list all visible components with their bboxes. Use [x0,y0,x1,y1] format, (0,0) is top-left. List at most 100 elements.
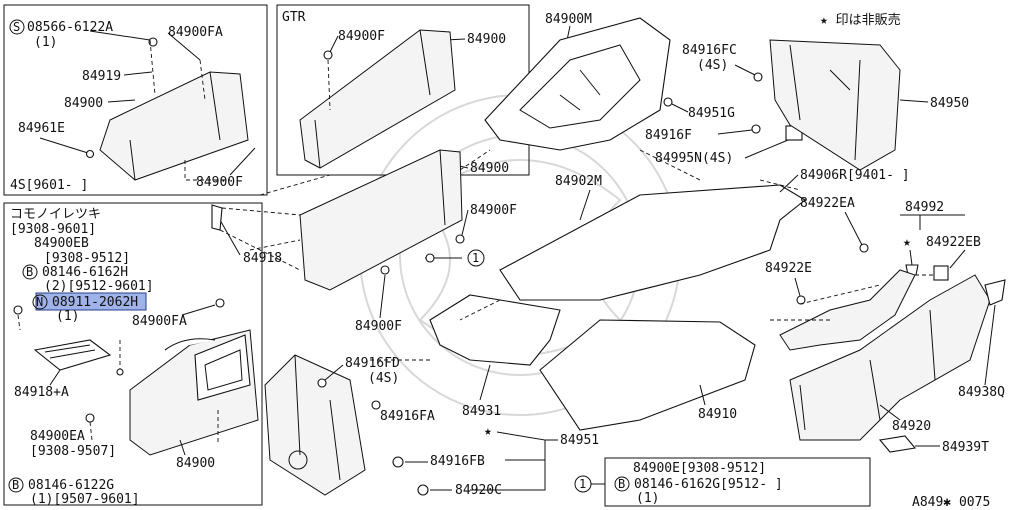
gtr-title: GTR [282,10,306,25]
label-84920: 84920 [892,419,931,434]
bolt-symbol-b: B [22,264,38,280]
screw-part [148,37,158,47]
ref-circle-1-legend: 1 [574,475,592,493]
legend-note: ★ 印は非販売 [820,12,901,28]
label-84900eb-range: [9308-9512] [44,251,130,266]
star-marker-2: ★ [903,235,911,250]
svg-text:S: S [13,20,20,34]
mat-84910 [539,319,756,431]
label-08146-6122g-range: (1)[9507-9601] [30,492,140,507]
label-84902m: 84902M [555,174,602,189]
label-4s-b: (4S) [368,371,399,386]
clip-part [751,124,761,134]
ref1-line1: 84900E[9308-9512] [633,461,766,476]
label-84916f: 84916F [645,128,692,143]
label-84900f-d: 84900F [355,319,402,334]
komono-title: コモノイレツキ [10,207,101,222]
clip-part [13,305,23,315]
group-box-komono [3,202,263,506]
label-range-4s-9601: 4S[9601- ] [10,178,88,193]
clip-part [380,265,390,275]
svg-text:B: B [12,478,19,492]
label-4s-a: (4S) [697,58,728,73]
clip-part [215,298,225,308]
clip-part [663,97,673,107]
svg-text:1: 1 [472,251,479,265]
label-84951g: 84951G [688,106,735,121]
mat-84931 [429,294,561,366]
figure-code: A849✱ 0075 [912,495,990,510]
label-84916fa: 84916FA [380,409,435,424]
svg-text:N: N [36,295,43,309]
label-84939t: 84939T [942,440,989,455]
label-84995n: 84995N(4S) [655,151,733,166]
label-84920c: 84920C [455,483,502,498]
label-84950: 84950 [930,96,969,111]
clip-part [85,149,95,159]
label-84918a: 84918+A [14,385,69,400]
label-84918: 84918 [243,251,282,266]
trim-panel-gtr [299,29,456,169]
label-84938q: 84938Q [958,385,1005,400]
label-08146-6162h-range: (2)[9512-9601] [44,279,154,294]
svg-text:B: B [618,477,625,491]
rail-84992 [779,269,916,351]
label-84900-b: 84900 [467,32,506,47]
nut-symbol-n: N [32,294,48,310]
trim-panel-84900-a [99,71,249,181]
label-84916fb: 84916FB [430,454,485,469]
label-08911-2062h[interactable]: 08911-2062H [52,295,138,310]
side-trim-84920 [789,274,991,441]
clip-part [455,234,465,244]
clip-part [323,50,333,60]
label-84900fa-b: 84900FA [132,314,187,329]
label-84900f-c: 84900F [470,203,517,218]
ref1-qty: (1) [636,491,659,506]
komono-range: [9308-9601] [10,222,96,237]
bolt-symbol-b2: B [8,477,24,493]
bracket-84938q [984,279,1006,306]
label-84922e: 84922E [765,261,812,276]
bolt-symbol-b3: B [614,476,630,492]
label-84916fc: 84916FC [682,43,737,58]
label-84900-d: 84900 [176,456,215,471]
ref1-line2: 08146-6162G[9512- ] [634,477,783,492]
lid-part [164,338,216,351]
ref-circle-1: 1 [467,249,485,267]
label-84916fd: 84916FD [345,356,400,371]
clip-part [753,72,763,82]
clip-part [417,484,429,496]
star-marker: ★ [484,424,492,439]
side-trim-84950 [769,39,901,171]
clip-part [116,368,124,376]
tray-84918a [33,339,112,371]
label-08146-6122g: 08146-6122G [28,478,114,493]
bracket-84939t [878,435,917,453]
label-84900fa-a: 84900FA [168,25,223,40]
screw-symbol-s: S [9,19,25,35]
label-84900eb: 84900EB [34,236,89,251]
label-84900ea-range: [9308-9507] [30,444,116,459]
label-08146-6162h: 08146-6162H [42,265,128,280]
clip-part [392,456,404,468]
clip-part [859,243,869,253]
label-84900f-b: 84900F [338,29,385,44]
label-84910: 84910 [698,407,737,422]
clip-part [317,378,327,388]
floor-cover-84900m [484,17,671,151]
svg-text:B: B [26,265,33,279]
clip-part [371,400,381,410]
bracket-84918 [211,204,223,231]
label-84922ea: 84922EA [800,196,855,211]
label-qty-1: (1) [34,35,57,50]
clip-part [933,265,949,281]
label-84922eb: 84922EB [926,235,981,250]
group-box-4s [3,4,268,196]
label-84931: 84931 [462,404,501,419]
label-84900f-a: 84900F [196,175,243,190]
label-84900ea: 84900EA [30,429,85,444]
highlight-selection[interactable] [35,292,147,311]
side-trim-84951 [264,354,366,496]
label-84961e: 84961E [18,121,65,136]
svg-text:1: 1 [579,477,586,491]
